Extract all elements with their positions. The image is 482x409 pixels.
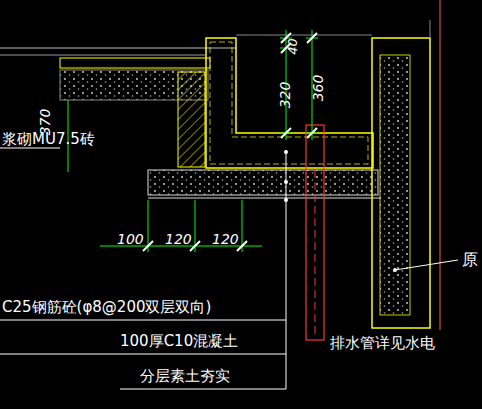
dimension: 370 <box>38 109 52 136</box>
dimension: 120 <box>212 232 239 246</box>
dimension: 320 <box>278 82 292 109</box>
material-note: 分层素土夯实 <box>140 369 230 384</box>
material-note: C25钢筋砼(φ8@200双层双向) <box>2 300 211 315</box>
callout-label: 原 <box>462 252 478 268</box>
dimension: 120 <box>165 232 192 246</box>
dimension: 40 <box>285 38 298 55</box>
material-note: 100厚C10混凝土 <box>120 334 238 349</box>
dimension: 360 <box>311 75 325 102</box>
pipe-note: 排水管详见水电 <box>330 336 435 351</box>
dimension: 100 <box>117 232 144 246</box>
